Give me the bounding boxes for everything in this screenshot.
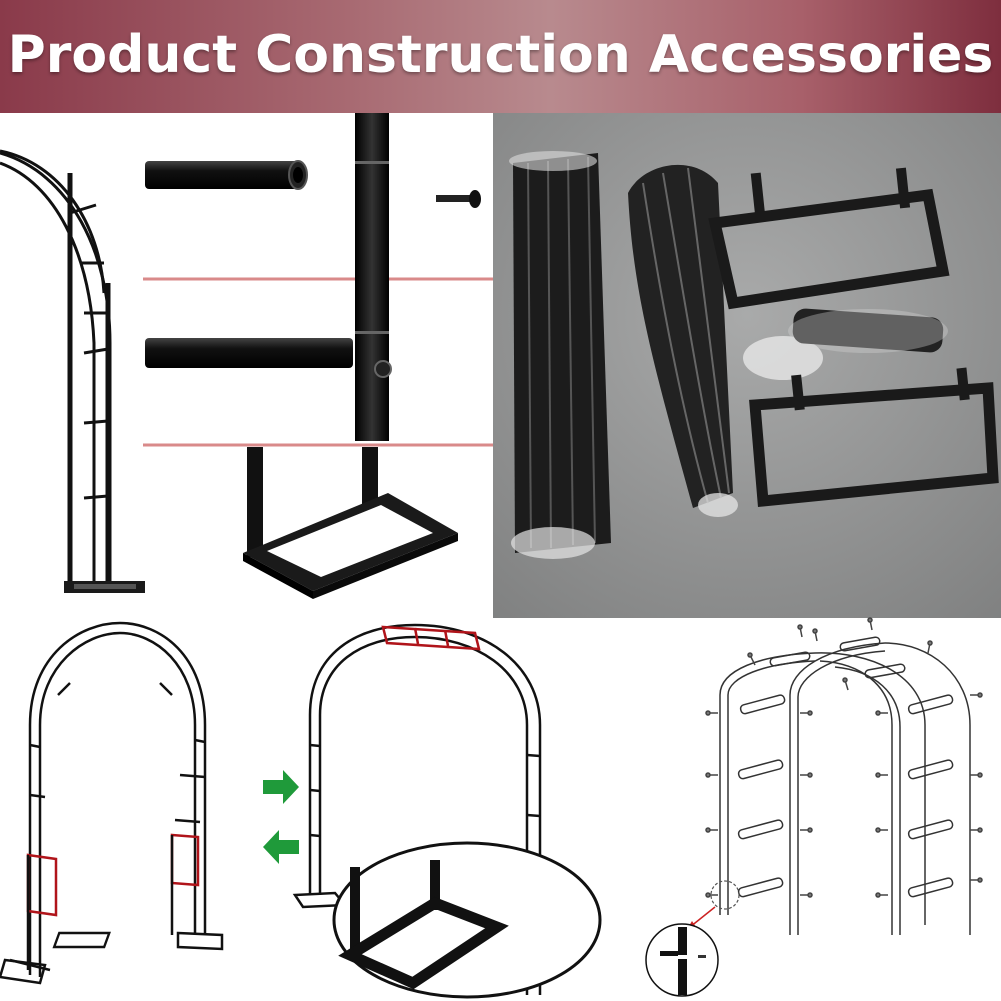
tube-bolt-icon: [143, 113, 493, 599]
push-in-arrow-icon: [263, 770, 299, 804]
arch-front-icon: [0, 621, 224, 985]
packaged-parts-photo-panel: [493, 113, 1001, 618]
title-banner: Product Construction Accessories: [0, 0, 1001, 113]
exploded-arch-icon: [645, 617, 983, 997]
arch-side-view-panel: [0, 113, 145, 613]
arch-reinforcement-panel: [0, 615, 240, 1001]
arch-side-icon: [0, 149, 145, 593]
package-photo-icon: [493, 113, 1001, 618]
pull-out-arrow-icon: [263, 830, 299, 864]
arch-assembly-icon: [263, 623, 602, 999]
exploded-assembly-panel: [620, 615, 1001, 1001]
banner-title: Product Construction Accessories: [7, 25, 994, 85]
arch-top-assembly-panel: [255, 615, 615, 1001]
tube-connection-detail-panel: [143, 113, 493, 603]
